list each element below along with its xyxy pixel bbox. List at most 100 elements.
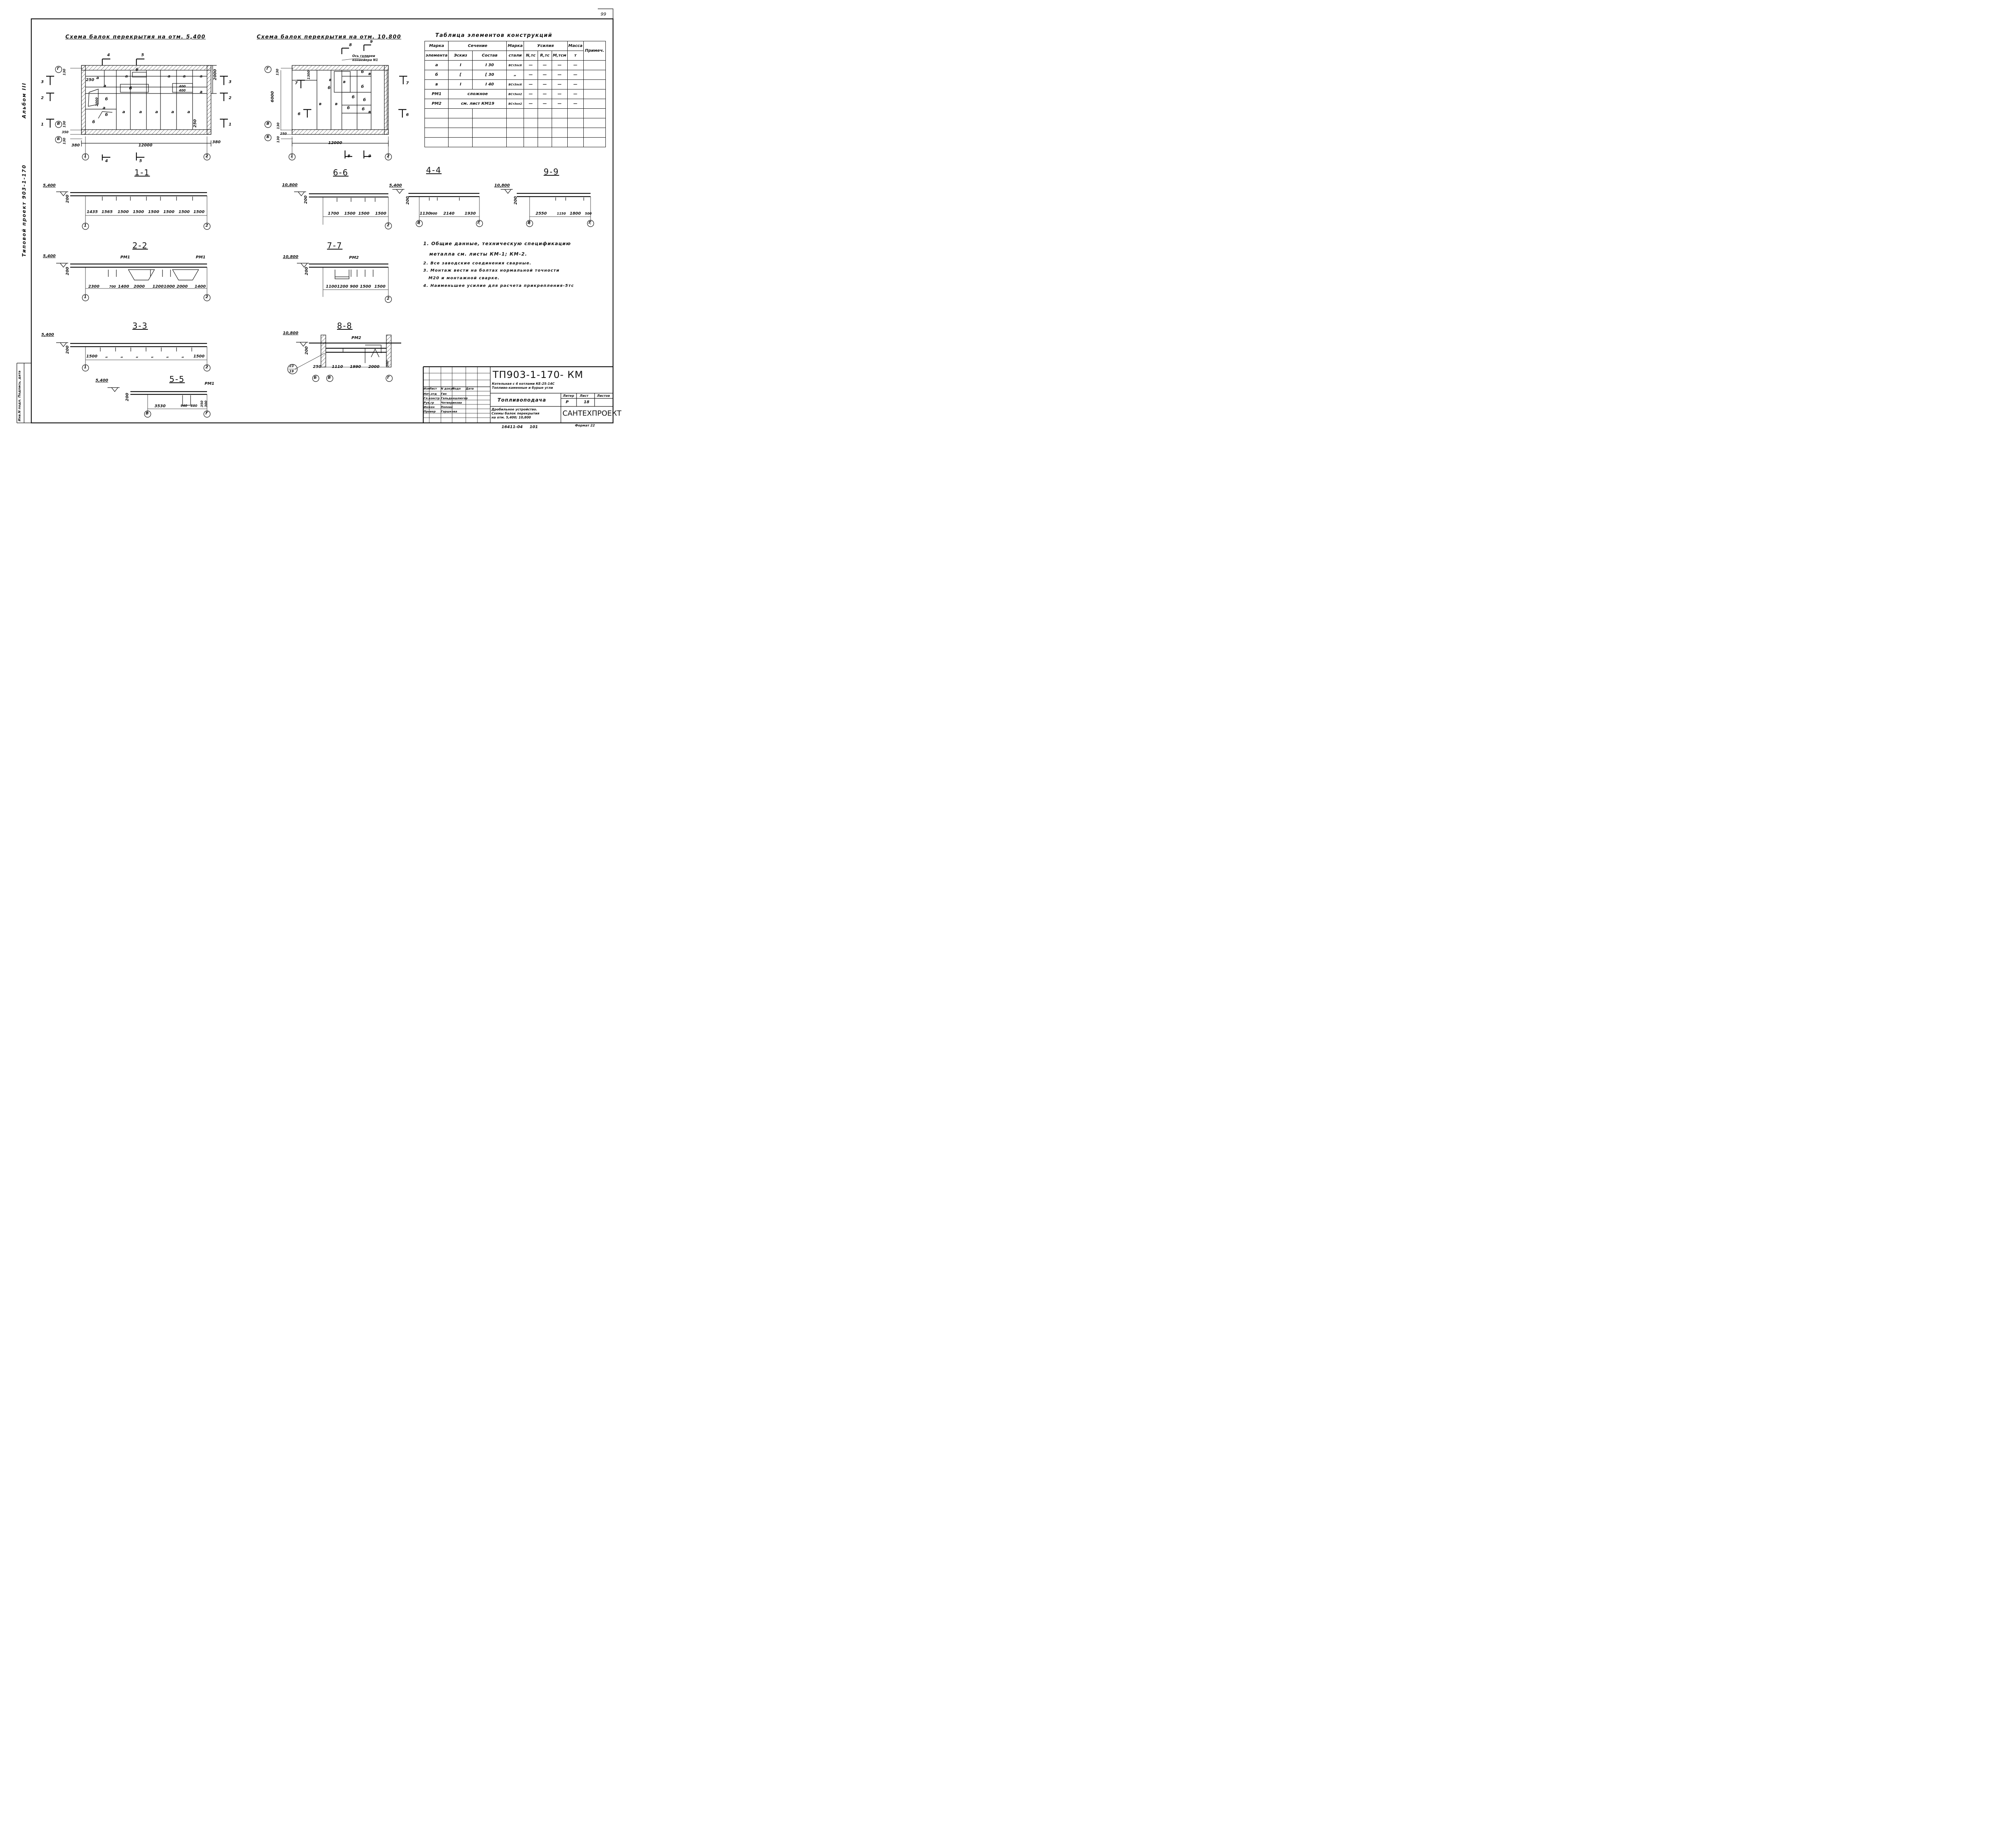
dim: „ xyxy=(151,354,154,359)
dim: „ xyxy=(136,354,139,359)
plan2-dim-130c: 130 xyxy=(276,136,280,143)
section-3-3-lines xyxy=(56,342,211,372)
role: Инжен xyxy=(424,406,435,409)
axis-label: 2 xyxy=(205,295,208,299)
plan1-axis-1: 1 xyxy=(84,154,87,158)
sheet-number: 99 xyxy=(601,12,606,17)
role: Провер xyxy=(424,410,436,413)
dim: 1435 xyxy=(87,210,98,214)
stamp-desc-2: Схемы балок перекрытия xyxy=(491,412,540,415)
plan2-mark: б xyxy=(328,86,331,90)
sec-1-1-title: 1-1 xyxy=(134,168,150,177)
dim: 1990 xyxy=(350,365,361,369)
plan1-mark: б xyxy=(136,68,138,72)
dim: 3530 xyxy=(154,404,166,408)
cell-note xyxy=(583,89,606,99)
dim: „ xyxy=(182,354,185,359)
cell-m: — xyxy=(551,79,568,89)
dim: 350 xyxy=(200,400,204,407)
cell-m: — xyxy=(551,70,568,80)
dim: 1500 xyxy=(358,211,370,216)
cell-mark: в xyxy=(424,79,449,89)
table-row: а I I 30 ВСт3пс6 — — — — xyxy=(424,60,606,70)
sec-5-5-title: 5-5 xyxy=(169,374,185,384)
th-mark: Марка xyxy=(424,41,449,51)
sec-4-4-title: 4-4 xyxy=(426,165,442,175)
sec-9-9-h: 200 xyxy=(514,196,518,205)
table-row: б [ [ 30 „ — — — — xyxy=(424,70,606,80)
plan2-mark: в xyxy=(368,110,371,114)
axis-label: Г xyxy=(387,376,390,380)
section-6-6-lines xyxy=(294,191,392,229)
hdr: N докум xyxy=(441,387,455,390)
plan1-mark: б xyxy=(105,113,108,117)
section-4-4-lines xyxy=(392,189,483,227)
person: Горшкова xyxy=(441,410,457,413)
plan2-mark: б xyxy=(347,106,350,110)
cell-steel: ВСт3пс6 xyxy=(506,79,524,89)
left-stamp-label: Инв.N подл. Подпись, дата xyxy=(18,370,21,421)
dim: 1000 xyxy=(164,284,175,289)
dim: 2300 xyxy=(88,284,99,289)
dim: „ xyxy=(166,354,169,359)
plan1-dim-350: 350 xyxy=(62,130,69,134)
cell-mass: — xyxy=(567,60,584,70)
node-ref: 19 xyxy=(289,370,294,373)
th-mass2: т xyxy=(567,51,584,61)
cell-mark: РМ1 xyxy=(424,89,449,99)
section-2-2-lines xyxy=(56,263,211,301)
cell-n: — xyxy=(523,79,538,89)
th-r: R,тс xyxy=(537,51,552,61)
plan1-title: Схема балок перекрытия на отм. 5,400 xyxy=(65,34,206,40)
plan2-cut-6r: 6 xyxy=(406,113,409,117)
sheet-label: Лист xyxy=(580,394,589,398)
cell-note xyxy=(583,70,606,80)
plan2-mark: в xyxy=(319,102,322,106)
axis-label: 2 xyxy=(387,223,390,227)
plan2-mark: б xyxy=(361,85,364,89)
pm1-label: РМ1 xyxy=(196,255,206,260)
cell-steel: ВСт3кп2 xyxy=(506,89,524,99)
dim: 1500 xyxy=(163,210,175,214)
node-ref: 23 xyxy=(289,364,294,368)
plan1-dim-2000i: 2000 xyxy=(95,97,99,106)
dim: „ xyxy=(121,354,124,359)
cell-mass: — xyxy=(567,99,584,109)
stage-label: Литер xyxy=(563,394,575,398)
plan1-cut-3: 3 xyxy=(41,80,44,84)
table-row: РМ1 сложное ВСт3кп2 — — — — xyxy=(424,89,606,99)
dim: 2000 xyxy=(134,284,145,289)
th-forces: Усилия xyxy=(523,41,568,51)
sec-1-1-h: 200 xyxy=(65,195,70,203)
plan1-dim-130b: 130 xyxy=(63,121,66,128)
cell-r: — xyxy=(537,79,552,89)
cell-mark: РМ2 xyxy=(424,99,449,109)
sec-8-8-title: 8-8 xyxy=(337,321,353,331)
axis-label: Г xyxy=(477,221,480,225)
cell-mass: — xyxy=(567,89,584,99)
stamp-desc-3: на отм. 5,400; 10,800 xyxy=(491,416,531,419)
sec-1-1-level: 5,400 xyxy=(43,183,56,188)
plan1-mark: б xyxy=(92,120,95,124)
elements-table: Марка Сечение Марка Усилия Масса Примеч.… xyxy=(424,41,606,147)
plan1-dim-400a: 400 xyxy=(179,85,186,88)
plan1-dim-right: 380 xyxy=(212,140,221,144)
org-name: САНТЕХПРОЕКТ xyxy=(562,409,621,418)
plan1-mark: а xyxy=(168,74,171,79)
axis-label: 2 xyxy=(205,365,208,370)
cell-mass: — xyxy=(567,79,584,89)
plan1-cut-1r: 1 xyxy=(229,122,231,127)
plan1-mark: а xyxy=(155,110,158,114)
table-row: РМ2 см. лист КМ19 ВСт3кп2 — — — — xyxy=(424,99,606,109)
table-row: в I I 40 ВСт3пс6 — — — — xyxy=(424,79,606,89)
album-label: Альбом III xyxy=(21,82,27,118)
dim: 1500 xyxy=(375,211,386,216)
dim: 2000 xyxy=(368,365,380,369)
plan1-dim-left: 380 xyxy=(71,143,80,148)
th-comp: Состав xyxy=(472,51,507,61)
axis-label: 2 xyxy=(205,223,208,228)
person: Попова xyxy=(441,406,453,409)
plan1-dim-130: 130 xyxy=(63,69,66,75)
pm1-label: РМ1 xyxy=(120,255,130,260)
plan1-dim-400b: 400 xyxy=(179,89,186,92)
